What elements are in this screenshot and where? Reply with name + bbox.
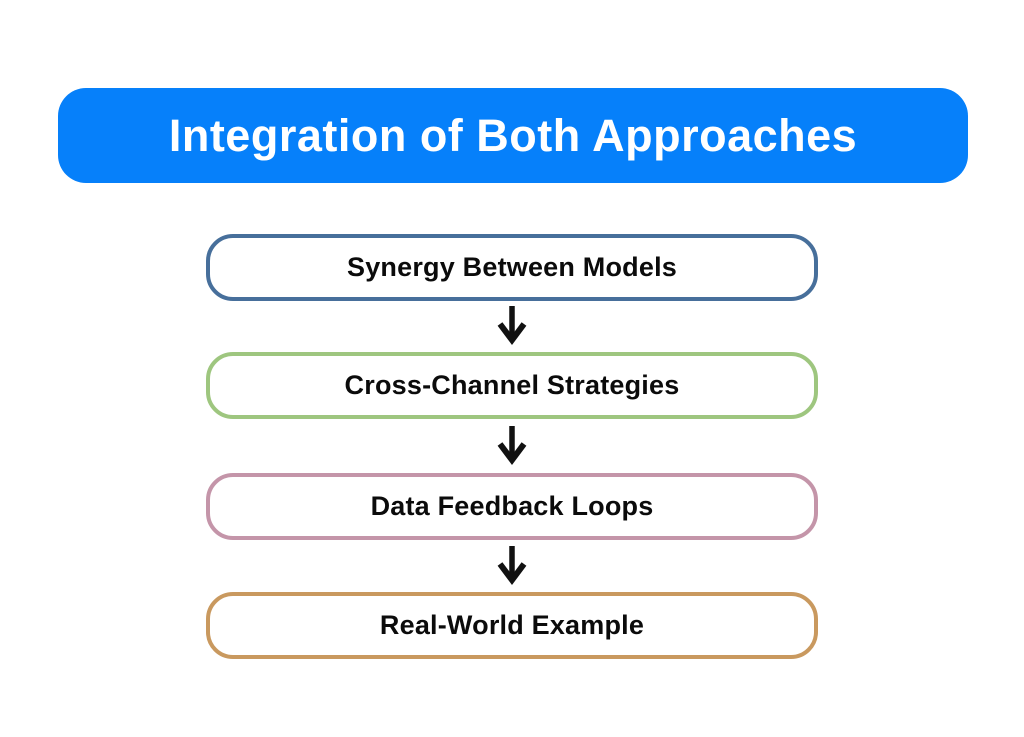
diagram-title-banner: Integration of Both Approaches	[58, 88, 968, 183]
flow-node-data-feedback-loops: Data Feedback Loops	[206, 473, 818, 540]
arrow-down-glyph	[497, 426, 527, 465]
flow-node-synergy-between-models: Synergy Between Models	[206, 234, 818, 301]
flow-node-label: Synergy Between Models	[347, 252, 677, 282]
arrow-down-glyph	[497, 546, 527, 585]
flow-node-label: Real-World Example	[379, 610, 645, 640]
diagram-title: Integration of Both Approaches	[168, 109, 858, 161]
arrow-down-icon	[493, 544, 531, 586]
flow-node-label: Cross-Channel Strategies	[344, 370, 680, 400]
flow-node-real-world-example: Real-World Example	[206, 592, 818, 659]
arrow-down-icon	[493, 304, 531, 346]
arrow-down-icon	[493, 424, 531, 466]
arrow-down-glyph	[497, 306, 527, 345]
flow-node-cross-channel-strategies: Cross-Channel Strategies	[206, 352, 818, 419]
flow-node-label: Data Feedback Loops	[370, 491, 654, 521]
